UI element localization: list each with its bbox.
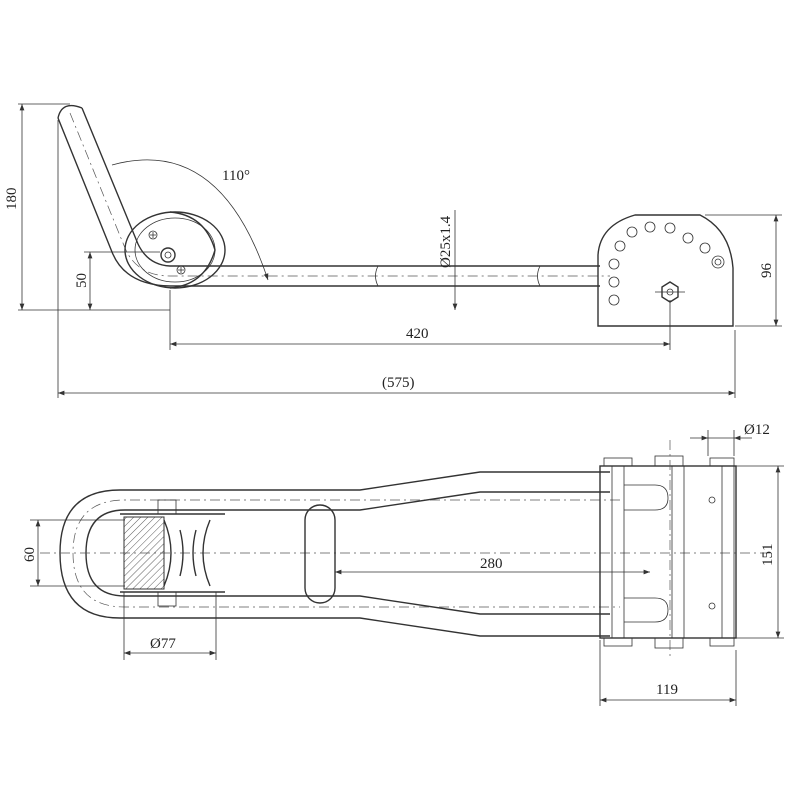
dim-60: 60 [22,547,38,562]
roller-plan [120,499,225,607]
u-tube-outer [59,489,300,619]
dim-roller: Ø77 [150,636,176,652]
dim-151: 151 [760,544,776,567]
dim-119: 119 [656,682,678,698]
dim-bolt: Ø12 [744,422,770,438]
dim-280: 280 [480,556,503,572]
spacer [304,504,336,604]
dim-420: 420 [406,326,429,342]
plan-view: Ø12 60 280 151 Ø77 119 [22,422,784,706]
side-view: 110° 180 50 Ø25x1.4 [4,103,782,398]
tube-outline-upper [57,117,600,287]
angle-label: 110° [222,168,250,184]
dim-50: 50 [74,273,90,288]
dim-180: 180 [4,188,20,211]
dim-575: (575) [382,375,415,391]
roller-side [124,211,226,289]
bracket-side [597,214,734,327]
dim-96: 96 [759,263,775,279]
bracket-plan [599,440,737,660]
tube-end-cap [57,104,83,119]
tube-outline-lower [81,107,600,267]
dim-tube: Ø25x1.4 [438,215,454,268]
